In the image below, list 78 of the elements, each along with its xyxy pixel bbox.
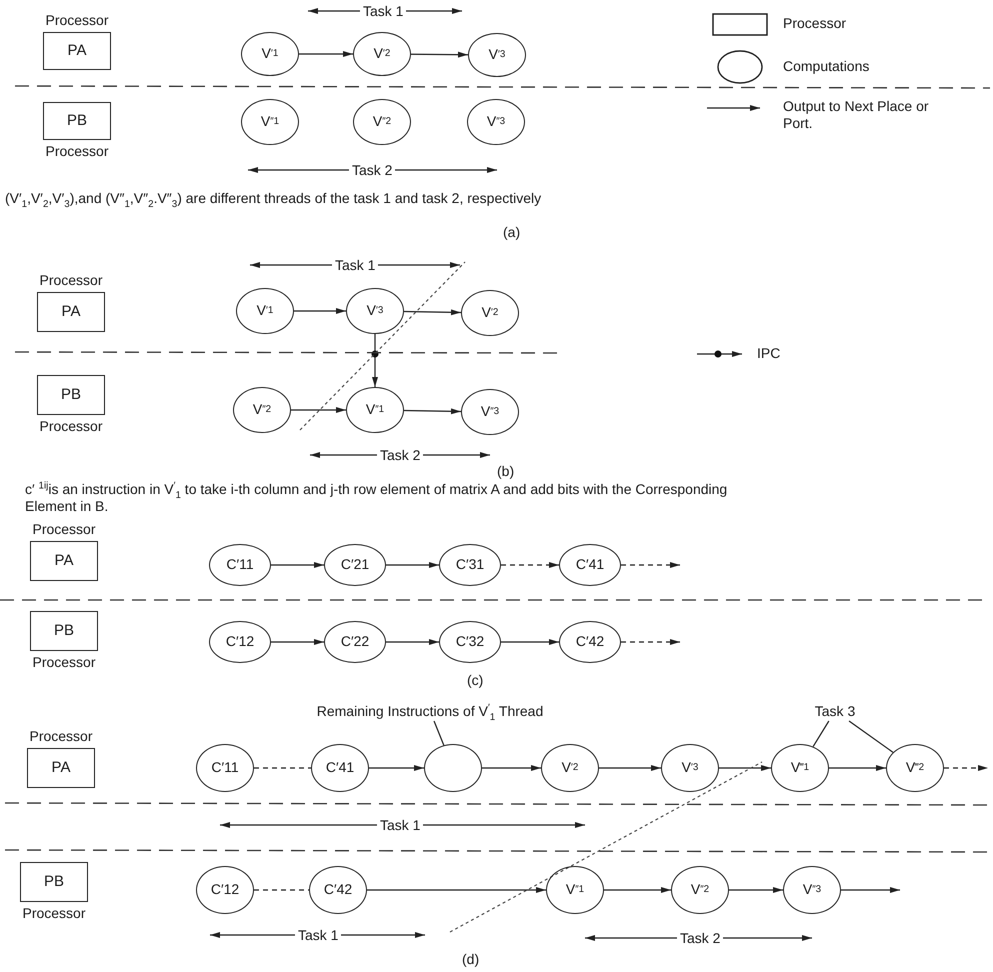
arrow: [599, 765, 661, 771]
computation-circle: C′12: [196, 866, 254, 914]
empty-circle: [424, 744, 482, 792]
processor-caption: Processor: [44, 143, 110, 160]
panel-label: (a): [503, 224, 520, 241]
arrow: [719, 765, 771, 771]
task-label: Task 2: [349, 162, 396, 178]
computation-circle: C′32: [439, 621, 501, 663]
processor-box: PB: [43, 102, 111, 140]
arrow: [271, 562, 324, 568]
legend-text: IPC: [757, 345, 780, 362]
processor-box: PB: [30, 611, 98, 651]
computation-circle: C′12: [209, 621, 271, 663]
arrow: [386, 562, 439, 568]
arrow: [372, 334, 378, 387]
arrow: [621, 639, 680, 645]
panel-label: (d): [462, 951, 480, 968]
arrow: [729, 887, 783, 893]
arrow: [829, 765, 886, 771]
arrow: [386, 639, 439, 645]
processor-caption: Processor: [31, 654, 97, 671]
arrow: [299, 51, 353, 57]
connector-line: [254, 767, 311, 769]
computation-circle: C′41: [559, 544, 621, 586]
computation-circle: C′42: [559, 621, 621, 663]
processor-box: PA: [37, 292, 105, 332]
arrow: [501, 562, 559, 568]
processor-box: PA: [30, 541, 98, 581]
connector-line: [254, 889, 309, 891]
computation-circle: C′41: [311, 744, 369, 792]
computation-circle: C′22: [324, 621, 386, 663]
legend-text: Computations: [783, 58, 870, 75]
processor-box: PB: [20, 862, 88, 902]
processor-caption: Processor: [44, 12, 110, 29]
arrow: [367, 887, 546, 893]
leader-line: [812, 720, 830, 747]
arrow: [271, 639, 324, 645]
task-label: Task 1: [377, 816, 424, 834]
leader-line: [433, 720, 444, 746]
processor-caption: Processor: [21, 905, 87, 922]
arrow: [621, 562, 680, 568]
panel-label: (c): [467, 672, 484, 689]
caption-text: (V′$_{1}$,V′$_{2}$,V′$_{3}$),and (V″$_{1}$,V″$_{2}$.V″$_{3}$) are different threads of the task 1 and task 2, respectively: [5, 190, 542, 207]
computation-circle: C′21: [324, 544, 386, 586]
arrow: [944, 765, 988, 771]
task-label: Task 1: [332, 256, 378, 274]
arrow: [404, 408, 462, 414]
task-label: Task 1: [360, 2, 406, 20]
arrow: [369, 765, 424, 771]
processor-box: PB: [37, 375, 105, 415]
processor-caption: Processor: [31, 521, 97, 538]
arrow: [411, 52, 468, 58]
processor-caption: Processor: [28, 728, 94, 745]
computation-circle: C′11: [209, 544, 271, 586]
leader-line: [848, 720, 894, 753]
arrow: [501, 639, 559, 645]
note-text: c′ $^{1ij}$is an instruction in V$^{′}$$_{1}$ to take i-th column and j-th row element of matrix A and add bits with the Corresponding Element in B.: [25, 481, 728, 515]
arrow: [291, 407, 346, 413]
task-label: Task 2: [377, 446, 424, 464]
processor-caption: Processor: [38, 418, 104, 435]
task-label: Task 2: [677, 930, 724, 946]
arrow: [841, 887, 900, 893]
processor-caption: Processor: [38, 272, 104, 289]
processor-box: PA: [27, 748, 95, 788]
arrow: [482, 765, 541, 771]
computation-circle: C′11: [196, 744, 254, 792]
legend-text: Processor: [783, 15, 846, 32]
arrow: [404, 309, 462, 316]
arrow: [604, 887, 671, 893]
callout-text: Remaining Instructions of V$^{′}$$_{1}$ Thread: [280, 701, 580, 721]
processor-box: PA: [43, 32, 111, 70]
callout-text: Task 3: [800, 701, 870, 721]
panel-label: (b): [497, 463, 514, 480]
computation-circle: C′31: [439, 544, 501, 586]
computation-circle: C′42: [309, 866, 367, 914]
legend-text: Output to Next Place or Port.: [783, 98, 930, 132]
arrow: [294, 308, 346, 314]
task-label: Task 1: [295, 926, 342, 944]
